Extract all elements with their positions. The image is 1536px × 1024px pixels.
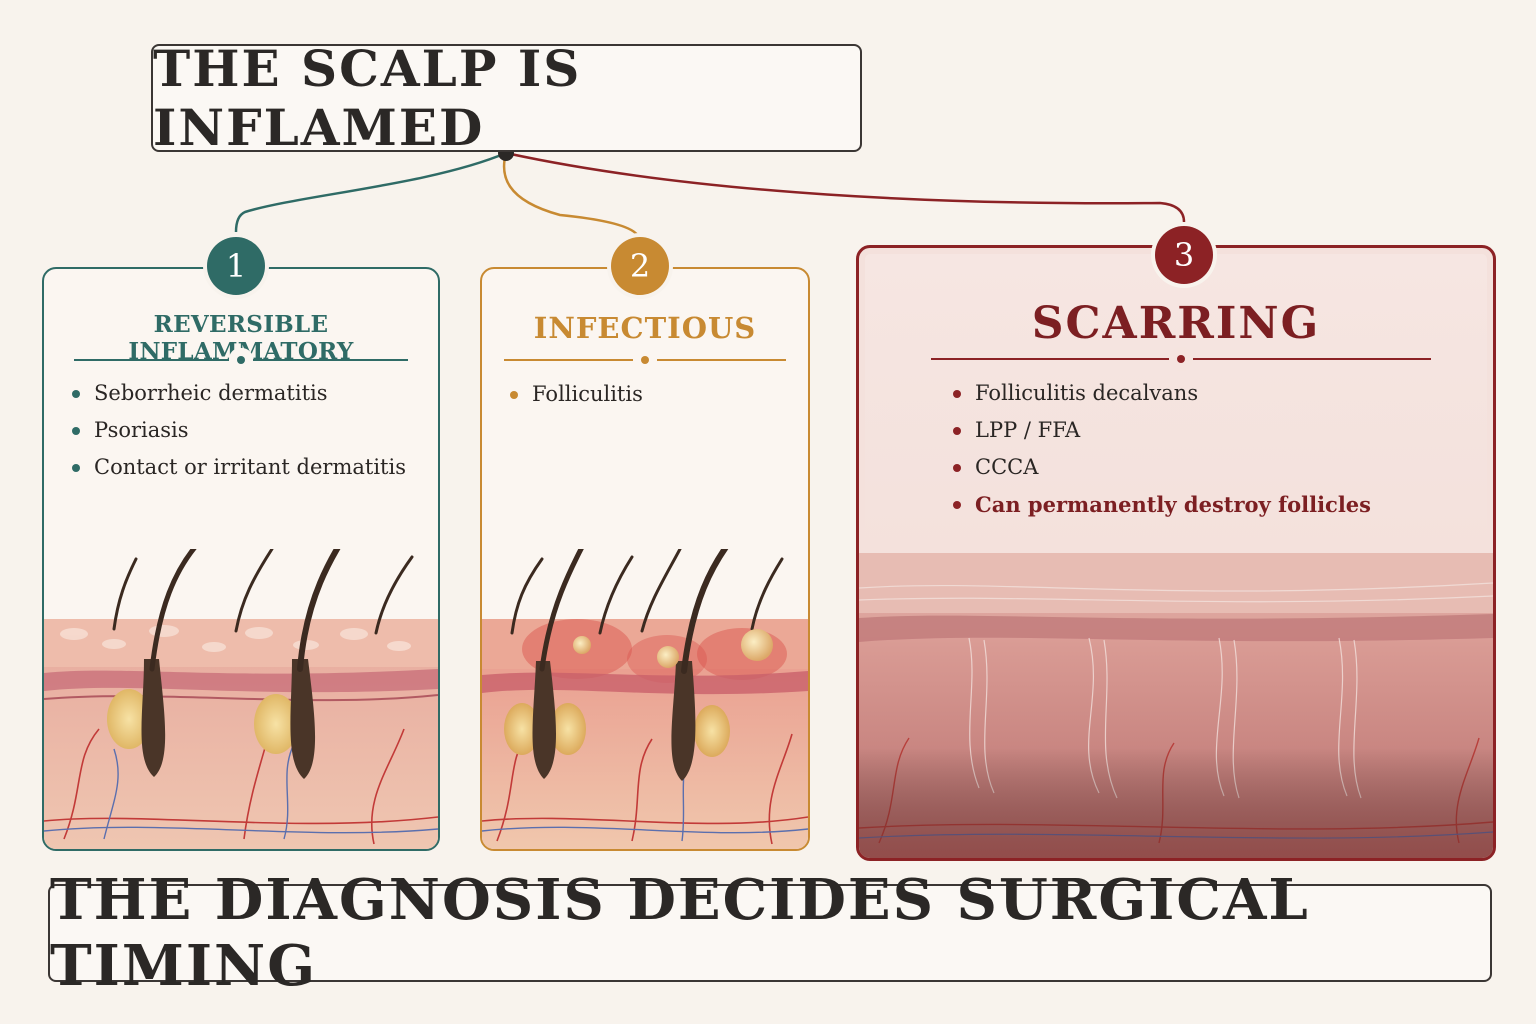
- category-title: SCARRING: [1031, 298, 1321, 349]
- list-item: Seborrheic dermatitis: [72, 375, 406, 412]
- category-card-scarring: SCARRING Folliculitis decalvans LPP / FF…: [856, 245, 1496, 861]
- category-number-badge: 2: [611, 237, 669, 295]
- scarred-skin-illustration: [859, 553, 1493, 858]
- category-title: INFECTIOUS: [533, 311, 757, 345]
- skin-cross-section-illustration: [482, 549, 808, 849]
- list-item: CCCA: [953, 449, 1371, 486]
- list-item: Psoriasis: [72, 412, 406, 449]
- list-item: Folliculitis: [510, 376, 643, 413]
- category-card-reversible-inflammatory: REVERSIBLE INFLAMMATORY Seborrheic derma…: [42, 267, 440, 851]
- footer-box: THE DIAGNOSIS DECIDES SURGICAL TIMING: [48, 867, 1492, 999]
- category-number-badge: 1: [207, 237, 265, 295]
- title-divider: [931, 355, 1431, 363]
- list-item: LPP / FFA: [953, 412, 1371, 449]
- condition-list: Folliculitis decalvans LPP / FFA CCCA Ca…: [953, 375, 1371, 524]
- title-box: THE SCALP IS INFLAMED: [151, 39, 862, 157]
- connector-to-reversible: [234, 151, 507, 233]
- condition-list: Seborrheic dermatitis Psoriasis Contact …: [72, 375, 406, 486]
- skin-cross-section-illustration: [44, 549, 438, 849]
- connector-to-scarring: [505, 151, 1186, 223]
- category-card-infectious: INFECTIOUS Folliculitis: [480, 267, 810, 851]
- footer-title: THE DIAGNOSIS DECIDES SURGICAL TIMING: [50, 867, 1310, 999]
- connector-to-infectious: [502, 152, 640, 237]
- title-divider: [504, 356, 786, 364]
- category-number-badge: 3: [1155, 226, 1213, 284]
- title-divider: [74, 356, 408, 364]
- condition-list: Folliculitis: [510, 376, 643, 413]
- main-title: THE SCALP IS INFLAMED: [153, 39, 582, 157]
- list-item: Contact or irritant dermatitis: [72, 449, 406, 486]
- list-item: Folliculitis decalvans: [953, 375, 1371, 412]
- list-item: Can permanently destroy follicles: [953, 486, 1371, 524]
